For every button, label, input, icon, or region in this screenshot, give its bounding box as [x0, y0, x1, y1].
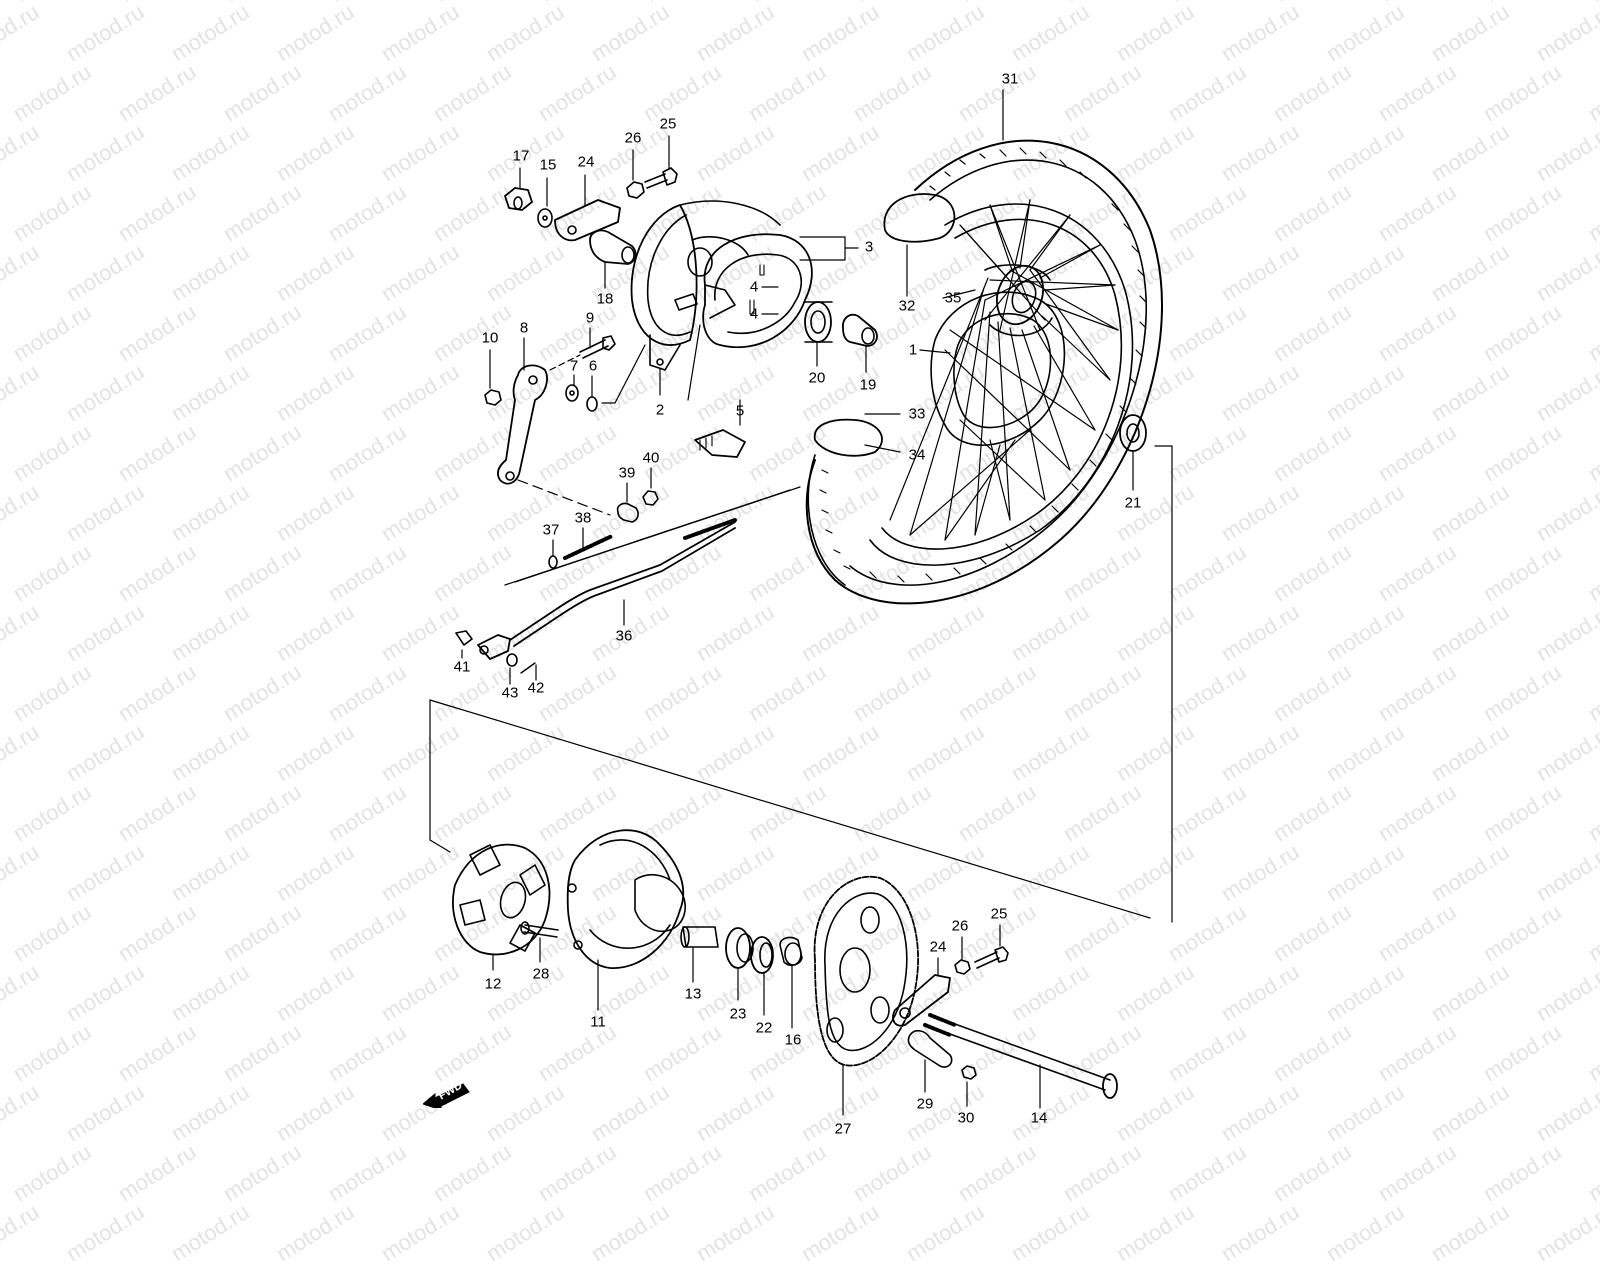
lower-hub-group: [452, 829, 1118, 1116]
part-number-13: 13: [684, 985, 702, 1003]
part-number-25: 25: [990, 905, 1008, 923]
part-number-5: 5: [735, 402, 745, 420]
part-number-37: 37: [542, 521, 560, 539]
watermark-text: motod.ru: [1322, 1198, 1409, 1267]
part-number-14: 14: [1030, 1109, 1048, 1127]
part-number-8: 8: [519, 319, 529, 337]
part-number-27: 27: [834, 1120, 852, 1138]
watermark-text: motod.ru: [1112, 1198, 1199, 1267]
part-number-17: 17: [512, 147, 530, 165]
watermark-text: motod.ru: [1217, 1198, 1304, 1267]
part-number-25: 25: [659, 115, 677, 133]
part-number-18: 18: [596, 290, 614, 308]
watermark-text: motod.ru: [272, 1198, 359, 1267]
part-number-23: 23: [729, 1005, 747, 1023]
watermark-text: motod.ru: [1007, 1198, 1094, 1267]
watermark-text: motod.ru: [902, 1198, 989, 1267]
part-number-31: 31: [1001, 70, 1019, 88]
part-number-26: 26: [951, 917, 969, 935]
watermark-text: motod.ru: [377, 1198, 464, 1267]
part-number-41: 41: [453, 658, 471, 676]
watermark-text: motod.ru: [62, 1198, 149, 1267]
diagram-drawing: [429, 89, 1173, 1116]
part-number-10: 10: [481, 329, 499, 347]
part-number-6: 6: [588, 357, 598, 375]
part-number-3: 3: [864, 238, 874, 256]
watermark-text: motod.ru: [587, 1198, 674, 1267]
part-number-4: 4: [749, 278, 759, 296]
watermark-text: motod.ru: [1532, 1198, 1600, 1267]
part-number-24: 24: [929, 938, 947, 956]
watermark-text: motod.ru: [482, 1198, 569, 1267]
part-number-33: 33: [908, 405, 926, 423]
left-adjuster-group: [504, 135, 678, 289]
part-number-39: 39: [618, 464, 636, 482]
part-number-20: 20: [808, 369, 826, 387]
part-number-7: 7: [569, 357, 579, 375]
part-number-28: 28: [532, 965, 550, 983]
part-number-34: 34: [908, 446, 926, 464]
watermark-text: motod.ru: [1427, 1198, 1514, 1267]
part-number-30: 30: [957, 1109, 975, 1127]
part-number-1: 1: [908, 341, 918, 359]
part-number-22: 22: [755, 1019, 773, 1037]
part-number-36: 36: [615, 627, 633, 645]
part-number-32: 32: [898, 297, 916, 315]
brake-rod-group: [455, 327, 801, 685]
part-number-42: 42: [527, 679, 545, 697]
brake-panel-assembly: [601, 200, 878, 458]
watermark-text: motod.ru: [797, 1198, 884, 1267]
watermark-text: motod.ru: [167, 1198, 254, 1267]
part-number-26: 26: [624, 129, 642, 147]
part-number-35: 35: [944, 289, 962, 307]
assembly-lines: [429, 445, 1173, 923]
part-number-19: 19: [859, 376, 877, 394]
part-number-29: 29: [916, 1095, 934, 1113]
part-number-43: 43: [501, 684, 519, 702]
part-number-12: 12: [484, 975, 502, 993]
part-number-16: 16: [784, 1031, 802, 1049]
part-number-9: 9: [585, 309, 595, 327]
watermark-text: motod.ru: [692, 1198, 779, 1267]
forward-direction-arrow-icon: [423, 1083, 470, 1108]
part-number-40: 40: [642, 449, 660, 467]
wheel-assembly: [805, 89, 1163, 605]
part-number-24: 24: [577, 153, 595, 171]
part-number-15: 15: [539, 156, 557, 174]
part-number-2: 2: [655, 401, 665, 419]
part-number-38: 38: [574, 509, 592, 527]
part-number-4: 4: [749, 305, 759, 323]
part-number-21: 21: [1124, 494, 1142, 512]
watermark-text: motod.ru: [0, 1198, 44, 1267]
part-number-11: 11: [590, 1013, 606, 1031]
